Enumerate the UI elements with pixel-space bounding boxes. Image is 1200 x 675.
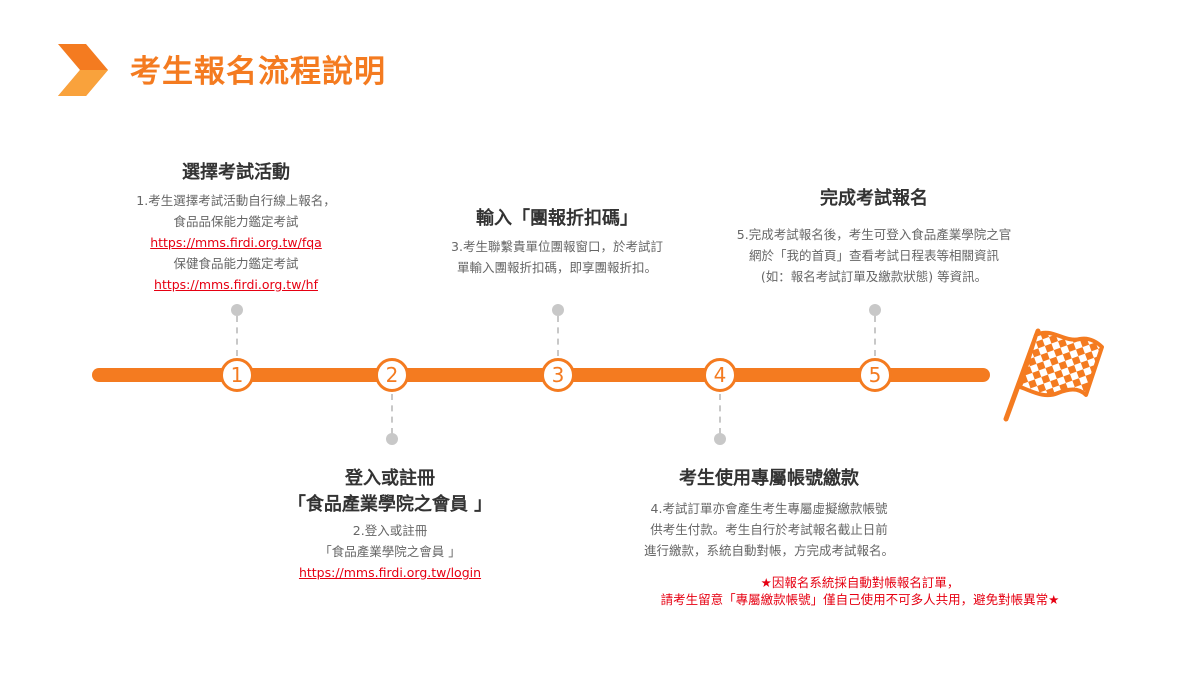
warning-notice: ★因報名系統採自動對帳報名訂單， 請考生留意「專屬繳款帳號」僅自己使用不可多人共… [590, 574, 1130, 608]
connector-dot-3 [552, 304, 564, 316]
connector-dot-1 [231, 304, 243, 316]
page-title: 考生報名流程說明 [130, 54, 386, 90]
step-4-line-3: 進行繳款，系統自動對帳，方完成考試報名。 [643, 543, 894, 558]
step-1-link-hf[interactable]: https://mms.firdi.org.tw/hf [154, 277, 318, 292]
connector-dot-4 [714, 433, 726, 445]
step-1-block: 選擇考試活動 1.考生選擇考試活動自行線上報名， 食品品保能力鑑定考試 http… [86, 160, 386, 295]
step-4-block: 考生使用專屬帳號繳款 4.考試訂單亦會產生考生專屬虛擬繳款帳號 供考生付款。考生… [604, 466, 934, 561]
step-node-5: 5 [858, 358, 892, 392]
step-4-line-2: 供考生付款。考生自行於考試報名截止日前 [650, 522, 888, 537]
connector-line-5 [874, 316, 876, 356]
step-2-block: 登入或註冊 「食品產業學院之會員 」 2.登入或註冊 「食品產業學院之會員 」 … [240, 466, 540, 583]
step-3-title: 輸入「團報折扣碼」 [476, 208, 638, 229]
step-3-block: 輸入「團報折扣碼」 3.考生聯繫貴單位團報窗口，於考試訂 單輸入團報折扣碼，即享… [407, 206, 707, 278]
connector-line-1 [236, 316, 238, 356]
step-5-line-3: (如：報名考試訂單及繳款狀態) 等資訊。 [760, 269, 988, 284]
connector-line-2 [391, 394, 393, 434]
step-3-line-1: 3.考生聯繫貴單位團報窗口，於考試訂 [451, 239, 663, 254]
step-node-1: 1 [220, 358, 254, 392]
step-2-title-sub: 「食品產業學院之會員 」 [287, 494, 493, 515]
step-1-line-2: 食品品保能力鑑定考試 [173, 214, 299, 229]
connector-dot-5 [869, 304, 881, 316]
warning-line-1: ★因報名系統採自動對帳報名訂單， [760, 575, 960, 590]
chevron-logo-icon [58, 44, 108, 96]
step-5-block: 完成考試報名 5.完成考試報名後，考生可登入食品產業學院之官 網於「我的首頁」查… [716, 186, 1032, 287]
step-node-3: 3 [541, 358, 575, 392]
warning-line-2: 請考生留意「專屬繳款帳號」僅自己使用不可多人共用，避免對帳異常★ [660, 592, 1060, 607]
step-4-line-1: 4.考試訂單亦會產生考生專屬虛擬繳款帳號 [650, 501, 888, 516]
step-1-line-1: 1.考生選擇考試活動自行線上報名， [136, 193, 336, 208]
connector-dot-2 [386, 433, 398, 445]
step-node-2: 2 [375, 358, 409, 392]
step-2-link-login[interactable]: https://mms.firdi.org.tw/login [298, 565, 482, 580]
step-4-title: 考生使用專屬帳號繳款 [679, 468, 859, 489]
step-2-title: 登入或註冊 [345, 468, 435, 489]
checkered-flag-icon [1003, 328, 1104, 422]
step-1-link-fqa[interactable]: https://mms.firdi.org.tw/fqa [150, 235, 322, 250]
connector-line-4 [719, 394, 721, 434]
step-5-line-1: 5.完成考試報名後，考生可登入食品產業學院之官 [736, 227, 1012, 242]
step-1-title: 選擇考試活動 [182, 162, 290, 183]
step-3-line-2: 單輸入團報折扣碼，即享團報折扣。 [456, 260, 657, 275]
step-5-line-2: 網於「我的首頁」查看考試日程表等相關資訊 [748, 248, 999, 263]
step-2-line-1: 2.登入或註冊 [352, 523, 428, 538]
connector-line-3 [557, 316, 559, 356]
step-node-4: 4 [703, 358, 737, 392]
step-2-line-2: 「食品產業學院之會員 」 [319, 544, 461, 559]
step-1-line-3: 保健食品能力鑑定考試 [173, 256, 299, 271]
step-5-title: 完成考試報名 [820, 188, 928, 209]
